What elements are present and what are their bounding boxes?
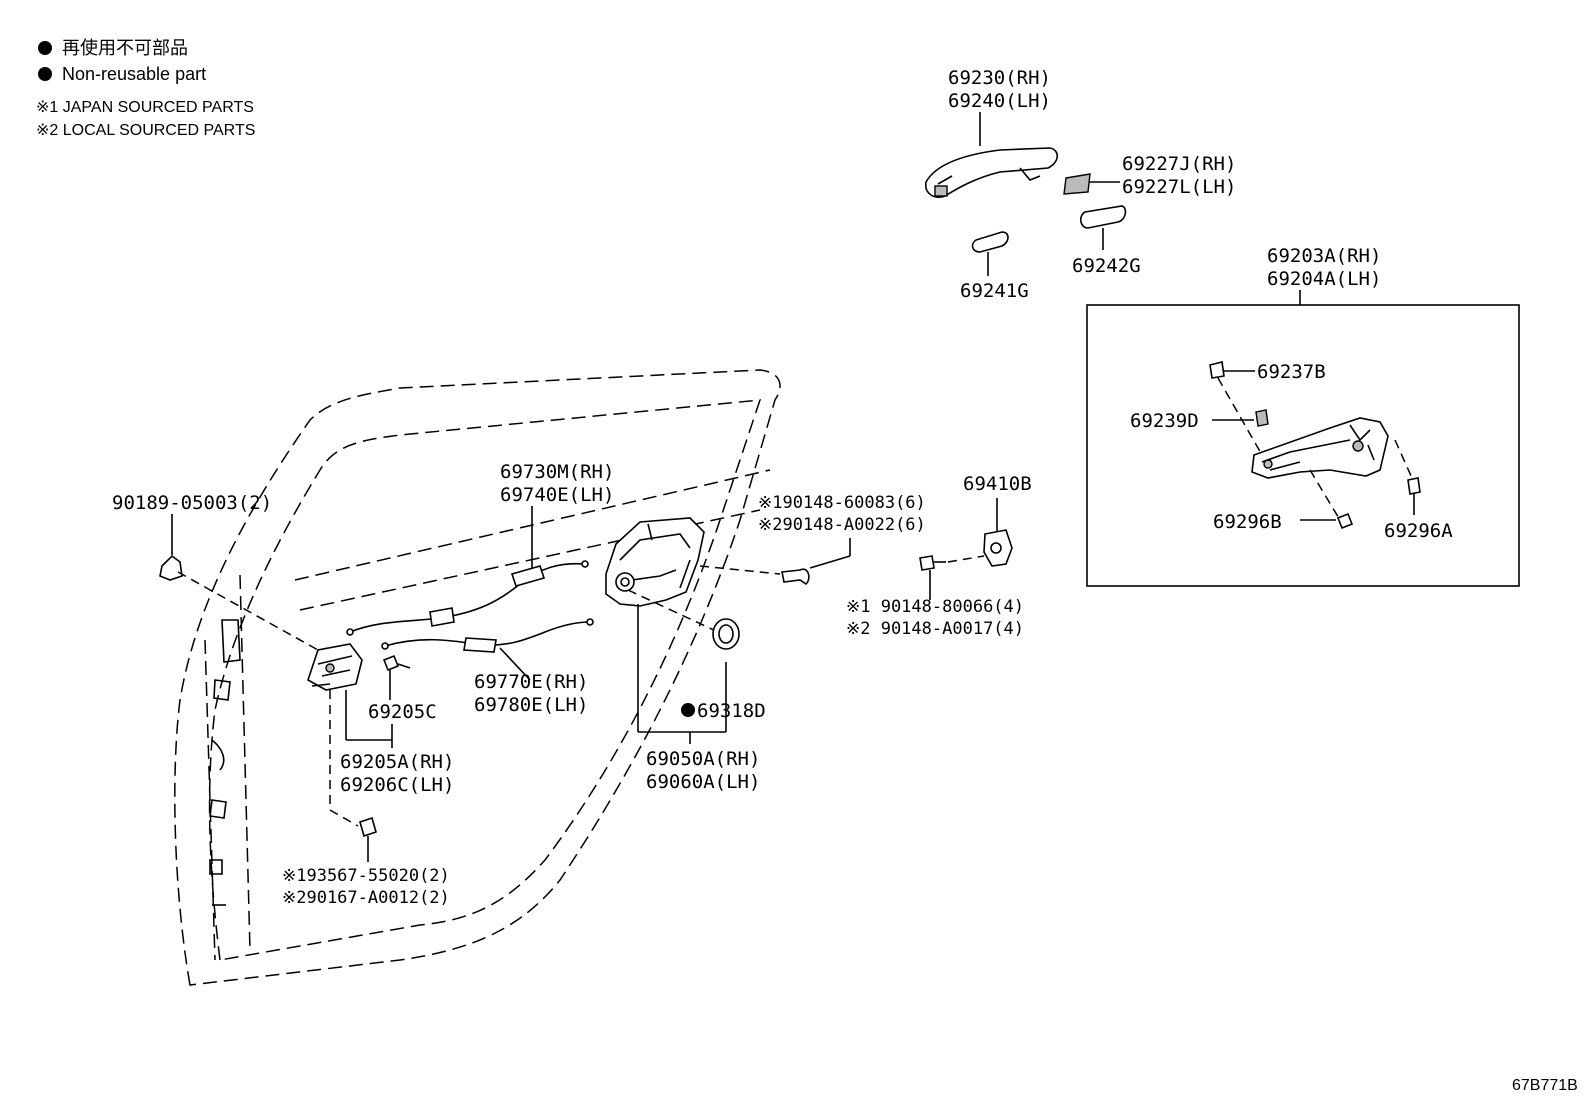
outside-handle-group: 69230(RH) 69240(LH) 69227J(RH) 69227L(LH…	[925, 67, 1236, 302]
part-label-69730M: 69730M(RH)	[500, 461, 614, 483]
part-label-69296B: 69296B	[1213, 511, 1282, 533]
frame-assembly-box	[1086, 304, 1520, 587]
handle-pad-front	[971, 231, 1009, 253]
part-label-69242G: 69242G	[1072, 255, 1141, 277]
part-label-69060A: 69060A(LH)	[646, 771, 760, 793]
part-label-69240: 69240(LH)	[948, 90, 1051, 112]
part-label-69230: 69230(RH)	[948, 67, 1051, 89]
screw-69205C	[382, 654, 400, 672]
door-striker	[983, 529, 1013, 567]
part-label-69227J: 69227J(RH)	[1122, 153, 1236, 175]
part-label-90148-60083: ※190148-60083(6)	[758, 493, 926, 513]
handle-cover	[1063, 173, 1091, 195]
part-label-69770E: 69770E(RH)	[474, 671, 588, 693]
part-label-69740E: 69740E(LH)	[500, 484, 614, 506]
lock-bolt-group: ※190148-60083(6) ※290148-A0022(6)	[699, 493, 926, 586]
part-label-69239D: 69239D	[1130, 410, 1199, 432]
legend-japan-sourced: ※1 JAPAN SOURCED PARTS	[36, 99, 254, 116]
part-label-93567-55020: ※193567-55020(2)	[282, 866, 450, 886]
lock-cable-upper	[349, 562, 586, 633]
part-label-90148-A0017: ※2 90148-A0017(4)	[846, 619, 1024, 639]
screw-69296A	[1407, 477, 1421, 495]
lock-cover-69318D	[712, 618, 740, 650]
outside-handle-frame	[1251, 417, 1389, 479]
part-label-90148-80066: ※1 90148-80066(4)	[846, 597, 1024, 617]
part-label-90167-A0012: ※290167-A0012(2)	[282, 888, 450, 908]
clip-69239D	[1255, 409, 1269, 427]
part-label-69204A: 69204A(LH)	[1267, 268, 1381, 290]
part-label-90189: 90189-05003(2)	[112, 492, 272, 514]
cable-group: 69730M(RH) 69740E(LH) 69770E(RH) 69780E(…	[346, 461, 614, 716]
part-label-69203A: 69203A(RH)	[1267, 245, 1381, 267]
part-label-69050A: 69050A(RH)	[646, 748, 760, 770]
frame-assembly-group: 69203A(RH) 69204A(LH) 69237B 69239D 6929…	[1086, 245, 1520, 587]
handle-pad-rear	[1079, 205, 1127, 229]
part-label-69318D: 69318D	[697, 700, 766, 722]
legend: 再使用不可部品 Non-reusable part ※1 JAPAN SOURC…	[36, 38, 255, 139]
clip-69237B	[1209, 361, 1225, 379]
striker-bolt	[919, 555, 935, 571]
screw-69296B	[1336, 512, 1354, 530]
part-label-69241G: 69241G	[960, 280, 1029, 302]
door-lock-group: 69050A(RH) 69060A(LH) 69318D	[605, 517, 766, 793]
legend-japanese-text: 再使用不可部品	[62, 38, 188, 58]
part-label-90148-A0022: ※290148-A0022(6)	[758, 515, 926, 535]
non-reusable-bullet-icon	[38, 41, 52, 55]
screw-93567	[359, 816, 377, 838]
part-label-69410B: 69410B	[963, 473, 1032, 495]
diagram-code: 67B771B	[1512, 1077, 1578, 1094]
part-label-69237B: 69237B	[1257, 361, 1326, 383]
non-reusable-bullet-icon	[38, 67, 52, 81]
lock-bolt	[781, 568, 810, 586]
part-label-69205C: 69205C	[368, 701, 437, 723]
lock-cable-lower	[384, 621, 591, 647]
legend-local-sourced: ※2 LOCAL SOURCED PARTS	[36, 122, 255, 139]
part-label-69206C: 69206C(LH)	[340, 774, 454, 796]
clip-90189	[159, 554, 183, 581]
non-reusable-bullet-icon	[681, 703, 695, 717]
legend-non-reusable-text: Non-reusable part	[62, 64, 206, 84]
inside-handle	[307, 643, 363, 691]
part-label-69780E: 69780E(LH)	[474, 694, 588, 716]
part-label-69227L: 69227L(LH)	[1122, 176, 1236, 198]
inside-handle-group: 90189-05003(2) 69205C 69205A(RH) 69206C(…	[112, 492, 454, 908]
striker-group: 69410B ※1 90148-80066(4) ※2 90148-A0017(…	[846, 473, 1032, 639]
outside-door-handle	[925, 147, 1059, 198]
part-label-69205A: 69205A(RH)	[340, 751, 454, 773]
part-label-69296A: 69296A	[1384, 520, 1453, 542]
